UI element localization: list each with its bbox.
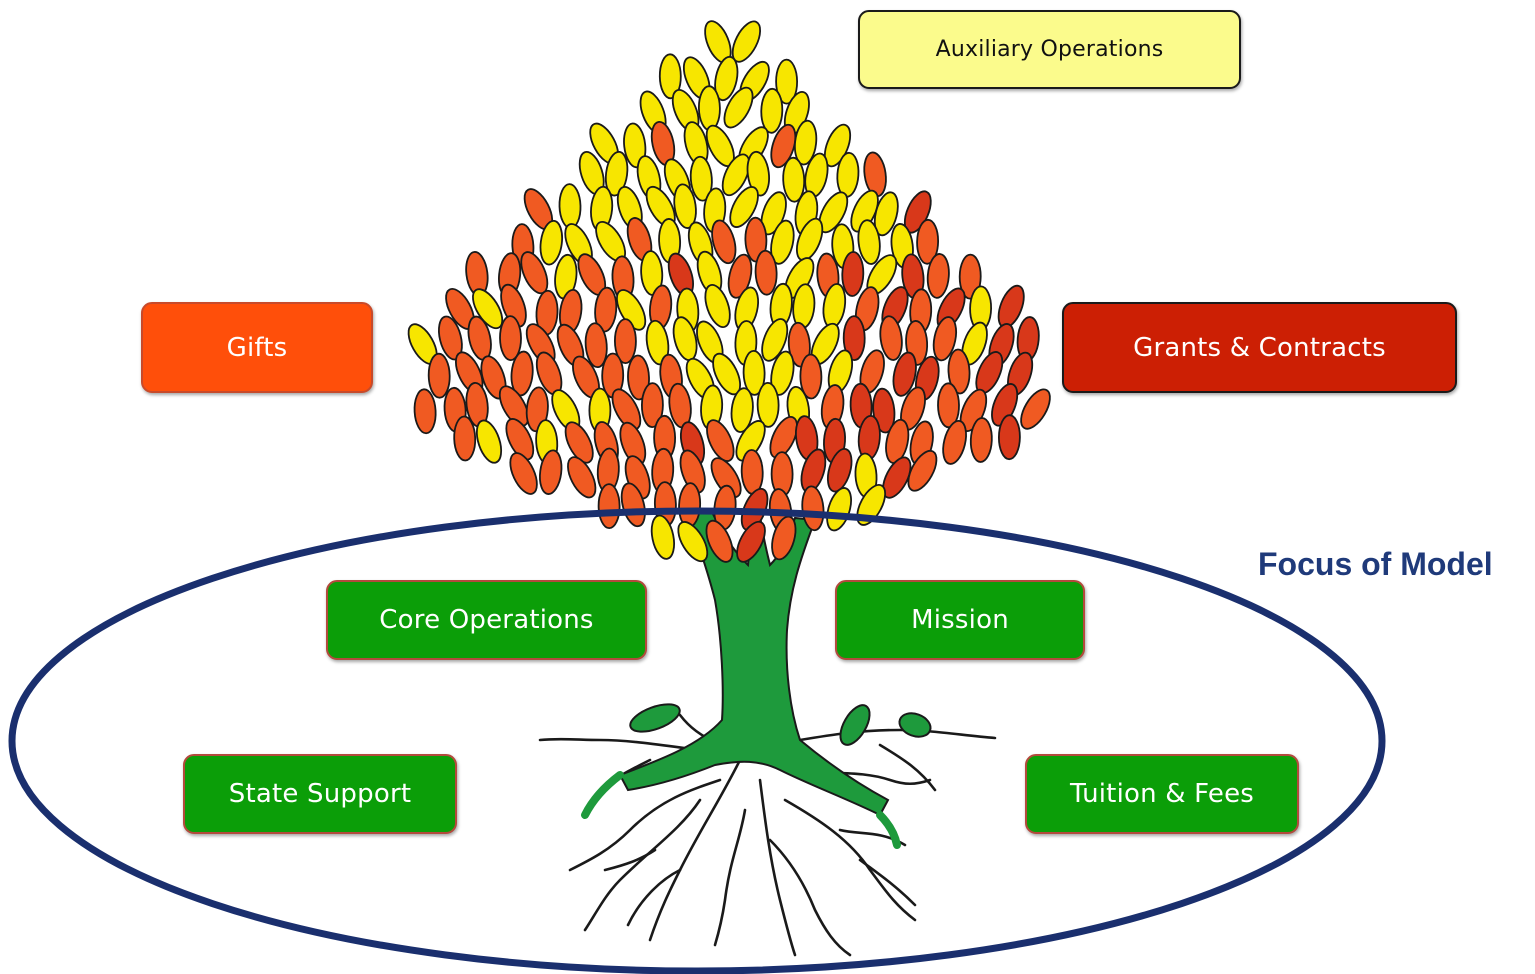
leaf (873, 191, 899, 237)
leaf (770, 123, 797, 169)
leaf (697, 85, 721, 132)
leaf (793, 119, 818, 166)
leaf (947, 348, 971, 395)
focus-ellipse (8, 507, 1386, 974)
leaf (932, 316, 958, 362)
leaf (564, 421, 594, 464)
mission-box: Mission (835, 580, 1085, 660)
leaf (604, 150, 629, 197)
gifts-box: Gifts (141, 302, 373, 393)
leaf (801, 485, 825, 532)
leaf (754, 249, 778, 296)
leaf (509, 452, 538, 495)
leaf (916, 218, 940, 265)
leaf (926, 253, 950, 299)
auxiliary-operations-box: Auxiliary Operations (858, 10, 1241, 89)
leaf (907, 449, 938, 492)
core-operations-label: Core Operations (379, 605, 594, 635)
leaf (841, 251, 865, 297)
leaf (826, 447, 853, 493)
leaf (567, 456, 597, 499)
leaf (499, 315, 522, 361)
leaf (505, 418, 535, 461)
leaf (761, 318, 789, 362)
leaf (842, 315, 866, 361)
leaf (679, 449, 706, 494)
leaf (771, 515, 797, 561)
leaf (885, 418, 910, 464)
leaf (958, 253, 982, 300)
leaf (879, 315, 903, 361)
state-support-box: State Support (183, 754, 457, 834)
leaf (613, 318, 637, 364)
leaf (727, 253, 753, 299)
leaf (453, 415, 477, 462)
leaf (723, 86, 754, 129)
leaf (640, 382, 664, 428)
leaf (558, 183, 582, 229)
leaf (892, 351, 917, 397)
tree-trunk (581, 511, 932, 849)
leaf (539, 219, 564, 266)
leaf (711, 219, 737, 265)
leaf (705, 519, 734, 563)
leaf (799, 353, 823, 400)
mission-label: Mission (911, 605, 1009, 635)
leaf (721, 153, 751, 197)
auxiliary-operations-label: Auxiliary Operations (935, 37, 1164, 62)
grants-contracts-box: Grants & Contracts (1062, 302, 1457, 393)
leaf (673, 183, 697, 229)
leaf (782, 156, 806, 203)
leaf (850, 189, 879, 233)
tuition-fees-box: Tuition & Fees (1025, 754, 1299, 834)
leaf (597, 483, 621, 529)
leaf (1020, 388, 1051, 430)
leaf (616, 289, 647, 331)
leaf (746, 150, 770, 197)
leaf (706, 419, 735, 462)
leaf (498, 385, 530, 427)
leaf (427, 352, 451, 399)
leaf (658, 53, 682, 100)
leaf (760, 87, 784, 134)
leaf (475, 419, 503, 464)
leaf (710, 457, 742, 499)
leaf (756, 382, 780, 428)
tree-canopy-leaves (407, 20, 1051, 563)
leaf (730, 387, 754, 433)
state-support-label: State Support (228, 779, 412, 809)
leaf (872, 387, 896, 434)
leaf (677, 521, 709, 563)
focus-of-model-label: Focus of Model (1258, 546, 1493, 582)
leaf (942, 419, 967, 465)
leaf (882, 456, 912, 499)
leaf (729, 186, 759, 228)
grants-contracts-label: Grants & Contracts (1133, 332, 1386, 363)
leaf (742, 350, 766, 396)
leaf (689, 155, 713, 202)
leaf (584, 322, 608, 369)
leaf (969, 417, 993, 463)
leaf (704, 284, 731, 328)
core-operations-box: Core Operations (326, 580, 647, 660)
leaf (714, 55, 739, 102)
leaf (627, 354, 650, 401)
leaf (863, 151, 887, 198)
leaf (735, 420, 766, 462)
tuition-fees-label: Tuition & Fees (1069, 779, 1255, 809)
gifts-label: Gifts (226, 332, 288, 363)
leaf (997, 414, 1021, 461)
leaf (650, 514, 675, 560)
leaf (736, 520, 766, 563)
leaf (826, 487, 852, 532)
leaf (539, 449, 563, 495)
leaf (472, 288, 504, 330)
leaf (413, 388, 437, 435)
leaf (857, 219, 881, 265)
leaf (740, 449, 764, 495)
leaf (775, 58, 799, 105)
leaf (770, 219, 795, 265)
